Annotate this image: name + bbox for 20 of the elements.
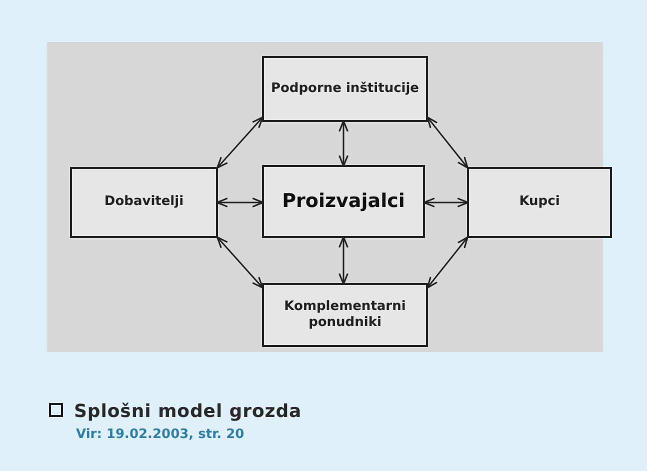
process-box <box>262 283 428 347</box>
double-arrow <box>216 236 264 289</box>
process-box <box>467 167 612 238</box>
double-arrow <box>216 198 264 208</box>
process-box <box>70 167 218 238</box>
double-arrow <box>216 116 264 169</box>
source-note: Vir: 19.02.2003, str. 20 <box>76 426 244 444</box>
double-arrow <box>426 236 468 289</box>
box-label: Proizvajalci <box>282 190 405 214</box>
double-arrow <box>426 116 468 169</box>
box-label: Dobavitelji <box>104 194 184 211</box>
box-label: Komplementarni ponudniki <box>283 298 407 332</box>
process-box <box>262 165 425 238</box>
box-label: Podporne inštitucije <box>270 80 420 98</box>
double-arrow <box>338 236 348 285</box>
box-label: Kupci <box>519 194 560 211</box>
double-arrow <box>423 198 469 208</box>
process-box <box>262 56 428 122</box>
double-arrow <box>338 120 348 167</box>
figure-caption: Splošni model grozda <box>74 400 302 424</box>
